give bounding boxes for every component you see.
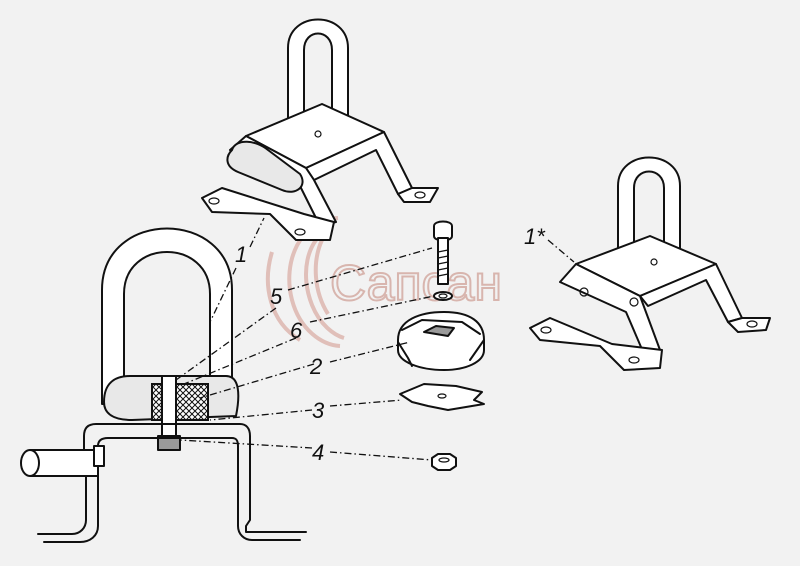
spring-washer: [433, 291, 453, 301]
leader-4-nut: [329, 451, 433, 461]
right-leg-hole-1: [579, 287, 589, 297]
exploded-fasteners: [397, 220, 485, 471]
bolt: [433, 220, 453, 285]
leader-2-cushion: [329, 341, 411, 363]
callout-2: 2: [309, 354, 322, 379]
frame-left-leg: [37, 469, 99, 543]
leader-3-assembled: [209, 409, 313, 421]
bolt-shank: [437, 237, 449, 285]
top-bracket-left-foot: [201, 187, 335, 241]
watermark-text: Сапсан: [330, 255, 502, 311]
assembled-cushion-section: [151, 383, 209, 421]
callout-6: 6: [290, 318, 303, 343]
leader-3-plate: [329, 399, 403, 407]
damper-cushion: [397, 311, 485, 371]
assembled-nut: [157, 435, 181, 451]
top-foot-hole-left-2: [294, 228, 306, 236]
right-bracket-right-foot: [727, 317, 771, 333]
top-foot-hole-left-1: [208, 197, 220, 205]
right-bracket-left-foot: [529, 317, 663, 371]
leader-5-bolt: [287, 247, 433, 291]
frame-clamp: [93, 445, 105, 467]
callout-4: 4: [312, 440, 324, 465]
frame-tube-end: [20, 449, 40, 477]
assembled-bolt: [161, 375, 177, 437]
leader-1-handle: [209, 267, 237, 323]
callout-1-alt: 1*: [524, 224, 546, 249]
right-bracket-assembly: [529, 156, 771, 371]
leader-6-washer: [309, 295, 435, 323]
right-u-handle: [617, 156, 681, 269]
assembled-mount: [20, 227, 307, 543]
leader-1-alt: [547, 239, 575, 263]
leader-6-assembled: [183, 337, 297, 385]
right-leg-hole-2: [629, 297, 639, 307]
top-rubber-pad: [226, 140, 304, 193]
top-bracket-right-foot: [397, 187, 439, 203]
top-u-handle: [287, 18, 349, 131]
callout-5: 5: [270, 284, 283, 309]
bolt-thread: [437, 249, 449, 277]
shim-plate: [399, 383, 485, 411]
leader-lines: [175, 217, 575, 461]
right-foot-hole-right: [746, 320, 758, 328]
top-foot-hole-right: [414, 191, 426, 199]
callout-labels: 1 1* 5 6 2 3 4: [235, 224, 546, 465]
right-platform-hole: [650, 258, 658, 266]
callout-1: 1: [235, 242, 247, 267]
top-platform-hole: [314, 130, 322, 138]
leader-5-assembled: [175, 307, 277, 381]
callout-3: 3: [312, 398, 325, 423]
leader-2-assembled: [199, 363, 315, 399]
top-bracket-assembly: [201, 18, 439, 241]
right-foot-hole-left-2: [628, 356, 640, 364]
leader-1-top: [249, 217, 265, 248]
frame-tube: [29, 449, 99, 477]
watermark: Сапсан: [265, 216, 503, 348]
frame-outer-line: [83, 423, 307, 533]
hex-nut: [431, 453, 457, 471]
frame-inner-line: [97, 437, 301, 541]
leader-4-assembled: [179, 439, 313, 449]
right-foot-hole-left-1: [540, 326, 552, 334]
